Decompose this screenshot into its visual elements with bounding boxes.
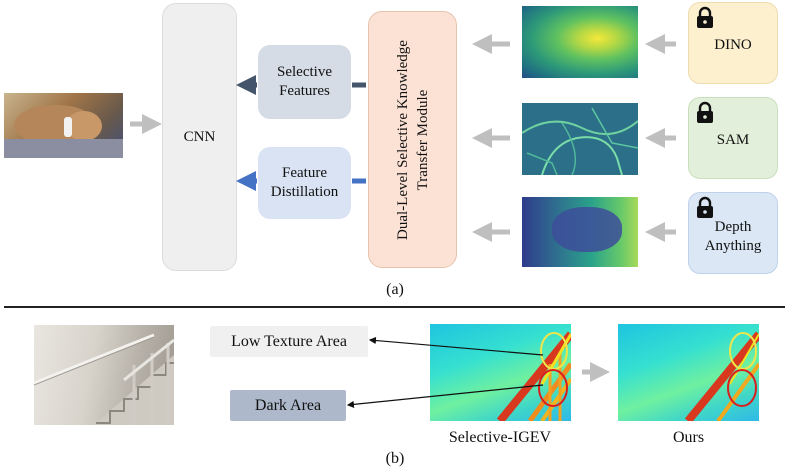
cnn-box: CNN: [162, 3, 237, 271]
dark-area-label: Dark Area: [254, 397, 322, 414]
dino-label: DINO: [714, 36, 752, 53]
selective-igev-caption: Selective-IGEV: [448, 429, 552, 446]
low-texture-area-label: Low Texture Area: [231, 333, 347, 350]
stairs-drawing: [34, 333, 174, 425]
dog-collar: [64, 117, 72, 137]
ours-caption: Ours: [672, 429, 705, 446]
depth-anything-label: Depth Anything: [704, 219, 762, 254]
sam-label: SAM: [716, 131, 750, 148]
feature-distillation-label: Feature Distillation: [270, 165, 339, 200]
dog-head: [66, 111, 102, 141]
low-texture-area-label-box: Low Texture Area: [210, 326, 368, 357]
cnn-label: CNN: [183, 128, 216, 145]
sam-segment-lines: [522, 107, 638, 175]
ours-disparity-map: [618, 324, 759, 421]
depth-anything-model-box: Depth Anything: [688, 192, 778, 274]
stairs-photo: [34, 325, 174, 425]
selective-features-box: Selective Features: [258, 45, 351, 119]
module-label: Dual-Level Selective Knowledge Transfer …: [394, 39, 431, 240]
dark-area-label-box: Dark Area: [230, 390, 346, 421]
caption-b: (b): [385, 450, 405, 467]
sam-feature-map: [522, 103, 638, 175]
igev-structures: [496, 331, 571, 421]
dark-area-highlight: [727, 369, 757, 407]
blanket: [4, 139, 123, 158]
input-image-dog: [4, 93, 123, 158]
low-texture-highlight: [729, 332, 757, 370]
feature-distillation-box: Feature Distillation: [258, 147, 351, 219]
selective-knowledge-transfer-module: Dual-Level Selective Knowledge Transfer …: [368, 11, 457, 268]
dino-feature-map: [522, 6, 638, 78]
depth-feature-map: [522, 197, 638, 267]
selective-igev-disparity-map: [430, 324, 571, 421]
dino-model-box: DINO: [688, 2, 778, 84]
ours-structures: [684, 331, 759, 421]
caption-a: (a): [386, 281, 404, 298]
section-divider: [4, 306, 785, 308]
depth-object: [552, 207, 622, 252]
selective-features-label: Selective Features: [277, 64, 332, 99]
sam-model-box: SAM: [688, 97, 778, 179]
